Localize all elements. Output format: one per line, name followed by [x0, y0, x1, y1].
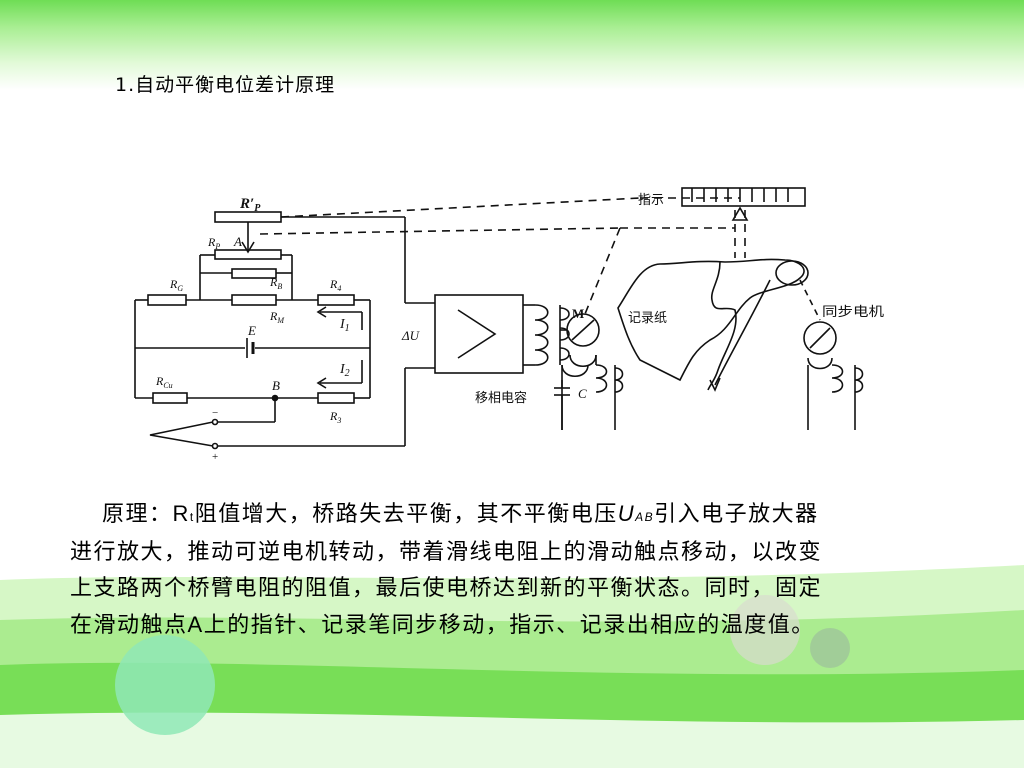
label-e: E: [247, 323, 256, 338]
scale-box: [681, 187, 806, 207]
label-rcu: RCu: [155, 374, 173, 390]
principle-paragraph: 原理：Rt阻值增大，桥路失去平衡，其不平衡电压UAB引入电子放大器进行放大，推动…: [70, 496, 990, 644]
label-m: M: [572, 306, 584, 321]
diagram-labels: R′P RP A RG RB R4 RM I1 E I2 RCu B R3 − …: [155, 193, 884, 463]
resistor-r4: [317, 294, 355, 306]
label-i2: I2: [339, 362, 350, 379]
label-r4: R4: [329, 277, 341, 293]
resistor-rg: [147, 294, 187, 306]
text-line-2: 进行放大，推动可逆电机转动，带着滑线电阻上的滑动触点移动，以改变: [70, 540, 823, 565]
label-i1: I1: [339, 317, 350, 334]
resistor-rm: [231, 294, 277, 306]
bridge-circuit: [134, 211, 435, 450]
symbol-uab: UAB: [617, 501, 655, 526]
resistor-rp-prime: [214, 211, 282, 223]
sync-motor: [799, 279, 864, 430]
label-rm: RM: [269, 309, 285, 325]
sync-motor-circle: [803, 321, 837, 355]
text-segment-2: 引入电子放大器: [654, 502, 819, 527]
text-principle-lead: 原理：: [102, 502, 173, 527]
resistor-r3: [317, 392, 355, 404]
bubble-large: [115, 635, 215, 735]
label-indicator: 指示: [638, 193, 664, 208]
label-rg: RG: [169, 277, 183, 293]
bottom-decoration: [0, 565, 1024, 768]
chart-paper: [617, 258, 809, 392]
text-line-3: 上支路两个桥臂电阻的阻值，最后使电桥达到新的平衡状态。同时，固定: [70, 576, 823, 601]
text-segment-4: 上的指针、记录笔同步移动，指示、记录出相应的温度值。: [203, 613, 815, 638]
resistor-rcu: [152, 392, 188, 404]
indicator-scale: [681, 187, 806, 221]
label-chart-paper: 记录纸: [628, 311, 667, 326]
circuit-diagram: R′P RP A RG RB R4 RM I1 E I2 RCu B R3 − …: [134, 187, 884, 463]
label-a: A: [233, 234, 242, 249]
symbol-a: A: [187, 612, 204, 637]
label-rb: RB: [269, 275, 282, 291]
bubble-medium: [730, 595, 800, 665]
symbol-rt: Rt: [172, 501, 195, 526]
label-phase-capacitor: 移相电容: [475, 390, 527, 406]
text-segment-3: 在滑动触点: [70, 613, 188, 638]
label-b: B: [272, 378, 280, 393]
slide-title: 1.自动平衡电位差计原理: [115, 74, 336, 96]
label-r3: R3: [329, 409, 341, 425]
label-sync-motor: 同步电机: [822, 305, 884, 320]
label-rp: RP: [207, 235, 220, 251]
text-segment-1: 阻值增大，桥路失去平衡，其不平衡电压: [194, 502, 618, 527]
reversible-motor: [554, 313, 624, 430]
label-rp-prime: R′P: [239, 196, 261, 214]
bubble-small: [810, 628, 850, 668]
amplifier: [434, 294, 570, 374]
label-c: C: [578, 386, 587, 401]
mechanical-links: [259, 197, 746, 315]
label-delta-u: ΔU: [401, 328, 421, 343]
label-minus: −: [212, 407, 218, 419]
amplifier-box: [434, 294, 524, 374]
top-decoration-band: [0, 0, 1024, 90]
label-plus: +: [212, 451, 218, 463]
